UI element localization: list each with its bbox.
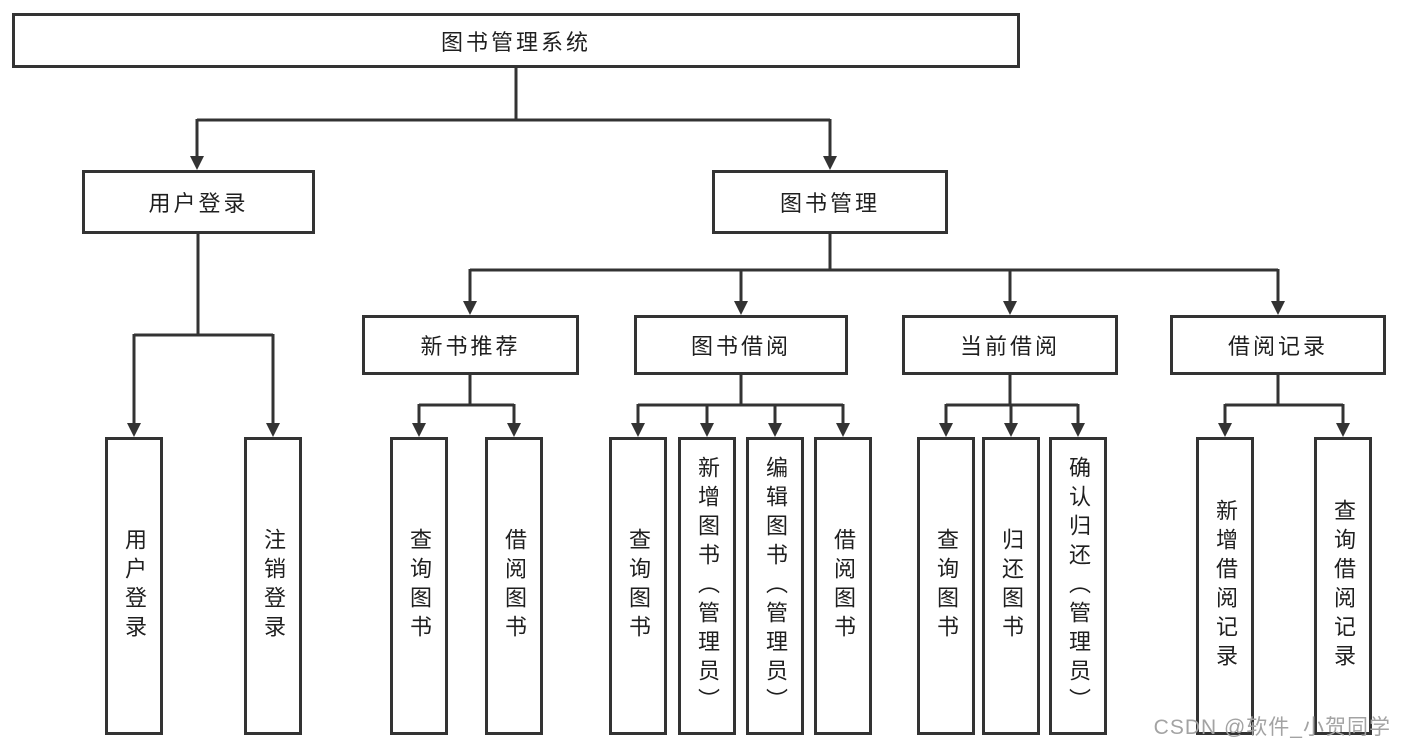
node-new-book-recommend-label: 新书推荐: [420, 334, 521, 359]
leaf-borrow-records-0: 新增借阅记录: [1196, 437, 1254, 735]
leaf-label: 用户登录: [122, 528, 147, 644]
node-borrow-records-label: 借阅记录: [1227, 334, 1328, 359]
node-book-borrow: 图书借阅: [634, 315, 848, 375]
node-user-login: 用户登录: [82, 170, 315, 234]
node-borrow-records: 借阅记录: [1170, 315, 1386, 375]
leaf-label: 新增借阅记录: [1213, 499, 1238, 673]
node-book-management-label: 图书管理: [779, 191, 880, 216]
node-current-borrow-label: 当前借阅: [959, 334, 1060, 359]
leaf-label: 确认归还（管理员）: [1066, 455, 1091, 717]
node-root-label: 图书管理系统: [440, 29, 591, 55]
leaf-user-login-0: 用户登录: [105, 437, 163, 735]
leaf-label: 查询借阅记录: [1331, 499, 1356, 673]
leaf-label: 查询图书: [407, 528, 432, 644]
leaf-new-books-1: 借阅图书: [485, 437, 543, 735]
node-user-login-label: 用户登录: [148, 191, 249, 216]
leaf-label: 注销登录: [261, 528, 286, 644]
leaf-borrow-records-1: 查询借阅记录: [1314, 437, 1372, 735]
leaf-book-borrow-2: 编辑图书（管理员）: [746, 437, 804, 735]
node-book-management: 图书管理: [712, 170, 948, 234]
node-current-borrow: 当前借阅: [902, 315, 1118, 375]
leaf-current-borrow-1: 归还图书: [982, 437, 1040, 735]
node-root: 图书管理系统: [12, 13, 1020, 68]
leaf-label: 编辑图书（管理员）: [763, 455, 788, 717]
leaf-user-login-1: 注销登录: [244, 437, 302, 735]
leaf-book-borrow-1: 新增图书（管理员）: [678, 437, 736, 735]
leaf-label: 查询图书: [934, 528, 959, 644]
leaf-new-books-0: 查询图书: [390, 437, 448, 735]
leaf-label: 归还图书: [999, 528, 1024, 644]
node-new-book-recommend: 新书推荐: [362, 315, 579, 375]
leaf-book-borrow-0: 查询图书: [609, 437, 667, 735]
leaf-label: 借阅图书: [831, 528, 856, 644]
leaf-book-borrow-3: 借阅图书: [814, 437, 872, 735]
watermark: CSDN @软件_小贺同学: [1153, 716, 1391, 739]
leaf-label: 借阅图书: [502, 528, 527, 644]
leaf-label: 查询图书: [626, 528, 651, 644]
leaf-current-borrow-0: 查询图书: [917, 437, 975, 735]
leaf-label: 新增图书（管理员）: [695, 455, 720, 717]
node-book-borrow-label: 图书借阅: [690, 334, 791, 359]
leaf-current-borrow-2: 确认归还（管理员）: [1049, 437, 1107, 735]
